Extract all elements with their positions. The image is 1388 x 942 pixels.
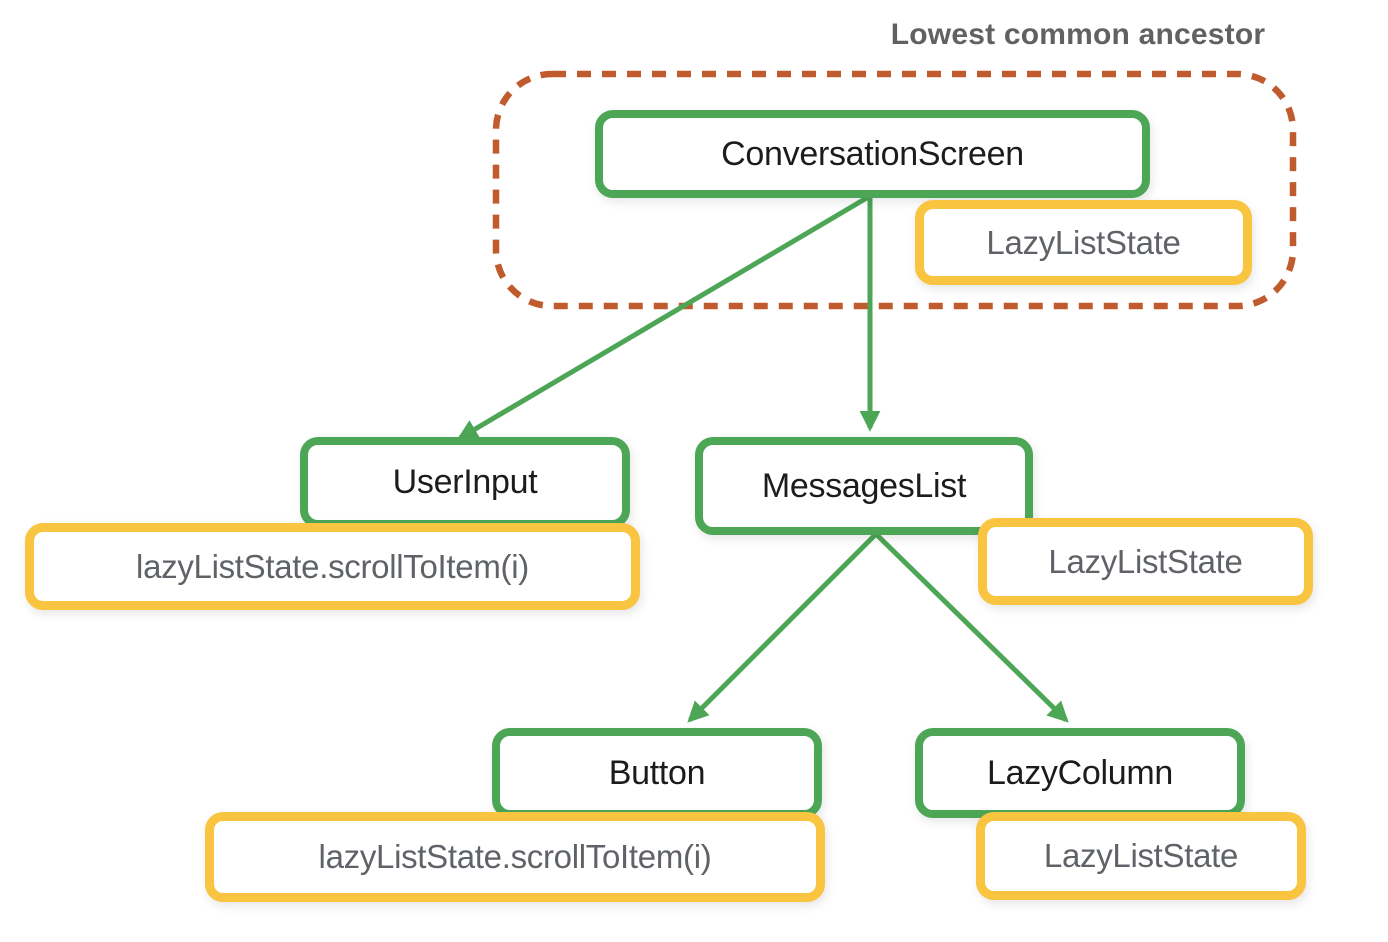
node-lazy-column: LazyColumn [915,728,1245,818]
node-messages-list: MessagesList [695,437,1033,535]
state-label: lazyListState.scrollToItem(i) [136,547,529,585]
node-conversation-screen: ConversationScreen [595,110,1150,198]
node-user-input: UserInput [300,437,630,528]
edge-messageslist-button [687,532,878,723]
state-badge-messages-list: LazyListState [978,518,1313,605]
state-label: LazyListState [1043,837,1239,874]
lowest-common-ancestor-boundary [492,70,1297,310]
state-badge-button: lazyListState.scrollToItem(i) [205,812,825,902]
node-button: Button [492,728,822,818]
state-badge-user-input: lazyListState.scrollToItem(i) [25,523,640,610]
state-badge-lazy-column: LazyListState [976,812,1306,900]
state-badge-conversation-screen: LazyListState [915,200,1252,285]
node-label: ConversationScreen [721,134,1024,173]
state-label: lazyListState.scrollToItem(i) [318,838,712,875]
edge-messageslist-lazycolumn [874,532,1069,723]
lowest-common-ancestor-label: Lowest common ancestor [890,18,1266,51]
node-label: Button [608,753,706,792]
node-label: MessagesList [761,466,967,505]
edge-conversationscreen-userinput [456,193,872,441]
node-label: LazyColumn [987,753,1173,792]
state-label: LazyListState [986,223,1181,261]
state-label: LazyListState [1048,542,1243,580]
node-label: UserInput [392,463,538,501]
